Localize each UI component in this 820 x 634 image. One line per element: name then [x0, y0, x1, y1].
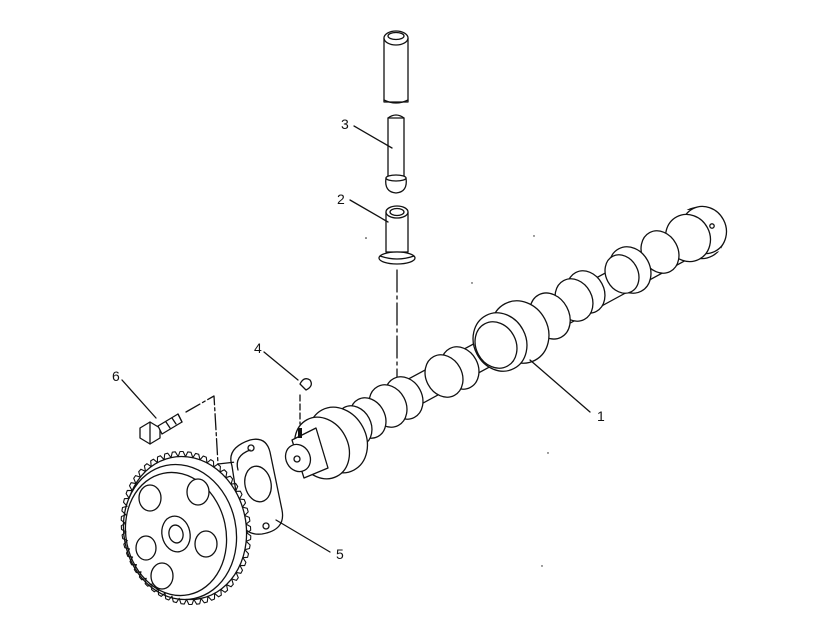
leader-lines — [121, 125, 591, 553]
leader-line-2 — [349, 199, 389, 223]
camshaft-part — [284, 205, 728, 480]
woodruff-key-part — [299, 378, 312, 425]
callout-number-4: 4 — [254, 340, 262, 356]
leader-line-4 — [263, 351, 299, 381]
callout-number-2: 2 — [337, 191, 345, 207]
leader-line-3 — [353, 125, 393, 149]
tappet-part — [378, 205, 416, 265]
callout-number-3: 3 — [341, 116, 349, 132]
callout-number-6: 6 — [112, 368, 120, 384]
leader-line-6 — [121, 379, 157, 419]
pushrod-part — [383, 30, 409, 194]
leader-line-5 — [275, 519, 331, 553]
callout-number-5: 5 — [336, 546, 344, 562]
gear-teeth-outline — [120, 450, 252, 606]
callout-number-1: 1 — [597, 408, 605, 424]
bolt-part — [139, 413, 183, 445]
bolt-alignment-line — [185, 395, 237, 465]
leader-line-1 — [529, 359, 591, 413]
camshaft-gear-part — [120, 450, 252, 606]
